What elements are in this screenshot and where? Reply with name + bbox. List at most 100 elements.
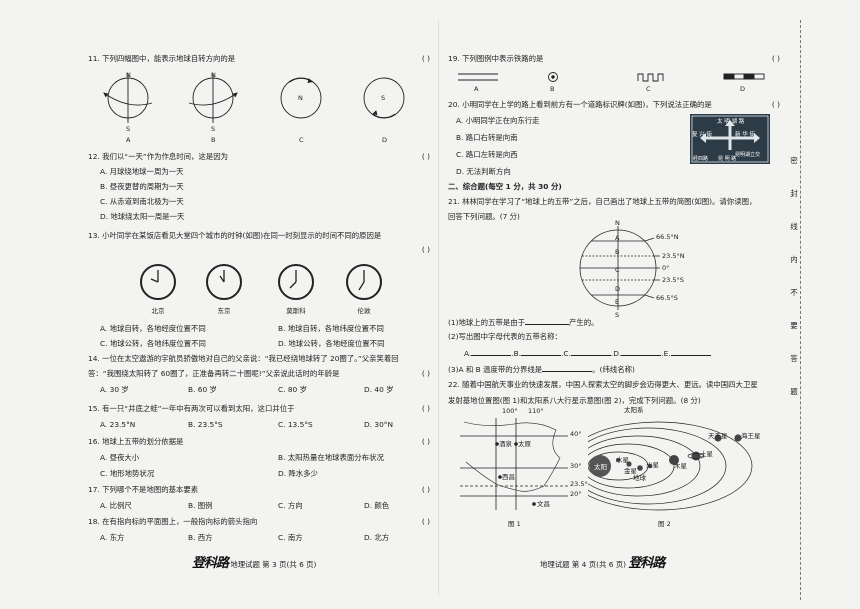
- planet-label: 金星: [624, 467, 637, 475]
- seal-char: 答: [790, 354, 798, 363]
- q14-line2: 答：“我围绕太阳转了 60圈了，正准备再转二十圈呢!”父亲说此话时的年龄是: [88, 369, 340, 378]
- q15-text: 15. 有一只“井底之蛙”一年中有两次可以看到太阳，这口井位于: [88, 404, 295, 413]
- q11-option: D: [382, 136, 388, 144]
- q22-line2: 发射基地位置图(图 1)和太阳系八大行星示意图(图 2)，完成下列问题。(8 分…: [448, 396, 701, 405]
- q15-paren: ( ): [421, 404, 430, 413]
- planet-label: 木星: [674, 462, 687, 470]
- q13-city: 莫斯科: [286, 307, 306, 315]
- q19-option: A: [474, 85, 479, 93]
- blank-e[interactable]: [670, 348, 711, 356]
- map-lat: 23.5°: [570, 480, 588, 488]
- blank-b[interactable]: [521, 348, 562, 356]
- zone-label: B: [615, 248, 620, 256]
- q16-option: B. 太阳热量在地球表面分布状况: [278, 453, 384, 462]
- q13-option: D. 地球公转，各地经度位置不同: [278, 339, 385, 348]
- q12-text: 12. 我们以“一天”作为作息时间，这是因为: [88, 152, 229, 161]
- seal-char: 密: [790, 156, 798, 165]
- solar-system-diagram: [588, 421, 753, 511]
- seal-char: 要: [790, 321, 798, 330]
- q13-option: C. 地球公转，各地纬度位置不同: [100, 339, 206, 348]
- q15-option: A. 23.5°N: [100, 420, 136, 429]
- planet-label: 土星: [700, 450, 713, 458]
- seal-line: [800, 20, 801, 600]
- page-fold: [438, 20, 439, 595]
- q21-sub1-a: (1)地球上的五带是由于: [448, 318, 525, 327]
- q14-paren: ( ): [421, 369, 430, 378]
- section2-title: 二、综合题(每空 1 分，共 30 分): [448, 182, 562, 191]
- q13-city: 北京: [151, 307, 165, 315]
- q15-option: C. 13.5°S: [278, 420, 313, 429]
- zone-label: D: [615, 285, 621, 293]
- blank-a[interactable]: [471, 348, 512, 356]
- planet-label: 海王星: [741, 432, 761, 440]
- q16-option: C. 地形地势状况: [100, 469, 155, 478]
- planet-label: 水星: [616, 456, 629, 464]
- q18-option: B. 西方: [188, 533, 213, 542]
- sign-note: 昆明湖立交: [735, 152, 761, 158]
- sun-label: 太阳: [594, 463, 607, 471]
- blank-d[interactable]: [621, 348, 662, 356]
- q13-text: 13. 小叶同学在某饭店看见大堂四个城市的时钟(如图)在同一时刻显示的时间不同的…: [88, 231, 382, 240]
- q21-line1: 21. 林林同学在学习了“地球上的五带”之后，自己画出了地球上五带的简图(如图)…: [448, 197, 757, 206]
- q21-line2: 回答下列问题。(7 分): [448, 212, 520, 221]
- seal-text: 密 封 线 内 不 要 答 题: [787, 155, 801, 419]
- q11-s: S: [211, 125, 216, 133]
- q15-option: D. 30°N: [364, 420, 394, 429]
- q11-text: 11. 下列四幅图中，能表示地球自转方向的是: [88, 54, 236, 63]
- q11-option: A: [126, 136, 131, 144]
- fig1-caption: 图 1: [508, 520, 521, 528]
- planet-label: 火星: [646, 461, 659, 469]
- sign-right: 新 华 街: [735, 132, 755, 138]
- blank-label: .E.: [661, 349, 671, 358]
- q14-option: C. 80 岁: [278, 385, 308, 394]
- q13-paren: ( ): [421, 245, 430, 254]
- five-zones-diagram: [579, 226, 660, 310]
- q12-paren: ( ): [421, 152, 430, 161]
- map-lat: 40°: [570, 430, 582, 438]
- footer-left: 登科路 地理试题 第 3 页(共 6 页): [192, 552, 316, 571]
- q18-paren: ( ): [421, 517, 430, 526]
- footer-right: 地理试题 第 4 页(共 6 页) 登科路: [540, 552, 665, 571]
- q17-option: D. 颜色: [364, 501, 390, 510]
- sign-left: 复 兴 街: [692, 132, 712, 138]
- q21-blank-3[interactable]: [542, 364, 593, 372]
- map-lon: 110°: [528, 407, 544, 415]
- zone-s: S: [615, 311, 620, 319]
- q18-option: D. 北方: [364, 533, 390, 542]
- q21-blank-1[interactable]: [525, 317, 569, 325]
- q17-option: A. 比例尺: [100, 501, 132, 510]
- zone-n: N: [615, 219, 620, 227]
- lat-label: 66.5°S: [656, 294, 678, 302]
- q20-paren: ( ): [771, 100, 780, 109]
- q14-option: D. 40 岁: [364, 385, 394, 394]
- q16-option: D. 降水多少: [278, 469, 318, 478]
- q21-sub1: (1)地球上的五带是由于产生的。: [448, 317, 599, 327]
- seal-char: 不: [790, 288, 798, 297]
- blank-label: .B.: [511, 349, 522, 358]
- q15-option: B. 23.5°S: [188, 420, 223, 429]
- q12-option: A. 月球绕地球一周为一天: [100, 167, 184, 176]
- seal-char: 题: [790, 387, 798, 396]
- q14-option: B. 60 岁: [188, 385, 217, 394]
- q13-option: A. 地球自转，各地经度位置不同: [100, 324, 206, 333]
- q14-line1: 14. 一位在太空遨游的宇航员骄傲地对自己的父亲说：“我已经绕地球转了 20圈了…: [88, 354, 399, 363]
- seal-char: 线: [790, 222, 798, 231]
- q19-text: 19. 下列图例中表示铁路的是: [448, 54, 544, 63]
- lat-label: 66.5°N: [656, 233, 679, 241]
- q16-paren: ( ): [421, 437, 430, 446]
- lat-label: 23.5°S: [662, 276, 684, 284]
- map-lon: 100°: [502, 407, 518, 415]
- q11-option: C: [299, 136, 304, 144]
- sign-top: 太 明 湖 路: [717, 119, 745, 125]
- sign-bottom: 昆 明 路: [718, 156, 737, 162]
- q12-option: D. 地球绕太阳一周是一天: [100, 212, 185, 221]
- zone-label: A: [615, 234, 620, 242]
- blank-label: A.: [464, 349, 472, 358]
- q13-clocks: [140, 264, 382, 300]
- q16-option: A. 昼夜大小: [100, 453, 140, 462]
- base-taiyuan: 太原: [518, 440, 531, 448]
- footer-right-text: 地理试题 第 4 页(共 6 页): [540, 560, 627, 569]
- blank-c[interactable]: [570, 348, 611, 356]
- q20-option: D. 无法判断方向: [456, 167, 511, 176]
- q18-text: 18. 在有指向标的平面图上，一般指向标的箭头指向: [88, 517, 258, 526]
